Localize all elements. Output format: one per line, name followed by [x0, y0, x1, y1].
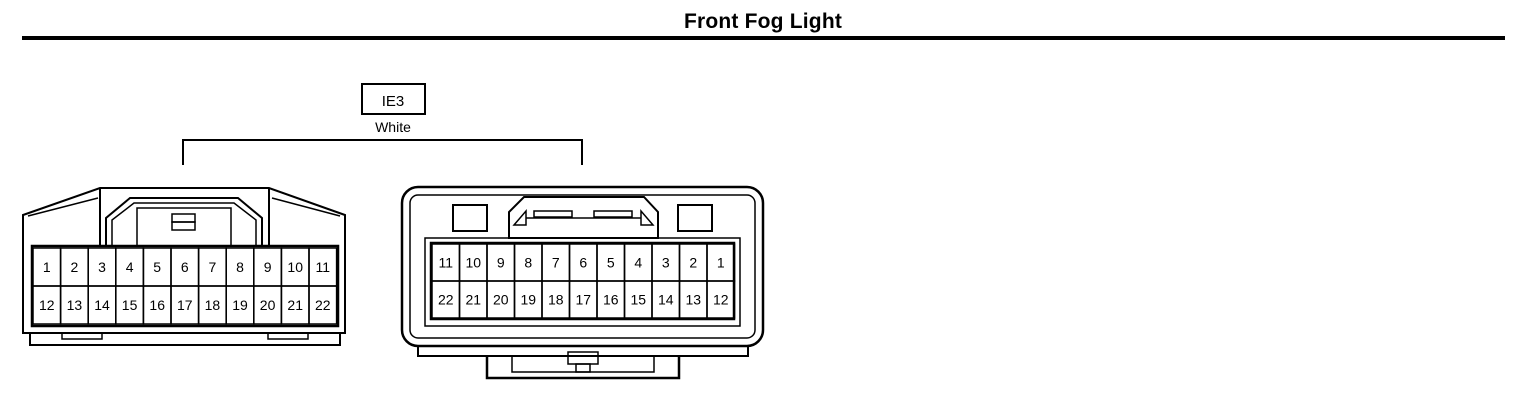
pin-number: 5 [607, 255, 615, 271]
pin-number: 3 [98, 259, 106, 275]
pin-number: 5 [153, 259, 161, 275]
pin-number: 3 [662, 255, 670, 271]
pin-number: 7 [209, 259, 217, 275]
pin-number: 12 [713, 292, 729, 308]
pin-number: 14 [94, 297, 110, 313]
pin-number: 18 [548, 292, 564, 308]
pin-number: 6 [579, 255, 587, 271]
pin-number: 21 [465, 292, 481, 308]
pin-number: 20 [493, 292, 509, 308]
pin-number: 22 [315, 297, 331, 313]
pin-number: 14 [658, 292, 674, 308]
pin-number: 10 [287, 259, 303, 275]
pin-cell [308, 285, 338, 325]
pin-number: 17 [575, 292, 591, 308]
page-title: Front Fog Light [683, 10, 843, 33]
pin-number: 10 [465, 255, 481, 271]
pin-number: 8 [524, 255, 532, 271]
pin-number: 1 [43, 259, 51, 275]
pin-number: 15 [630, 292, 646, 308]
pin-number: 22 [438, 292, 454, 308]
pin-number: 1 [717, 255, 725, 271]
pin-number: 11 [438, 255, 453, 271]
connector-bracket [182, 139, 583, 165]
pin-number: 7 [552, 255, 560, 271]
pin-number: 20 [260, 297, 276, 313]
title-divider [22, 36, 1505, 40]
pin-number: 6 [181, 259, 189, 275]
pin-number: 9 [497, 255, 505, 271]
pin-number: 4 [126, 259, 134, 275]
pin-number: 2 [71, 259, 79, 275]
connector-code-box [361, 83, 426, 115]
pin-number: 21 [287, 297, 303, 313]
pin-number: 8 [236, 259, 244, 275]
pin-number: 15 [122, 297, 138, 313]
pin-number: 4 [634, 255, 642, 271]
connector-label: IE3 White [361, 83, 426, 135]
pin-number: 16 [603, 292, 619, 308]
pin-number: 17 [177, 297, 193, 313]
pin-number: 12 [39, 297, 55, 313]
pin-number: 11 [316, 259, 331, 275]
pin-number: 19 [520, 292, 536, 308]
pin-number: 13 [685, 292, 701, 308]
female-bottom-latch [485, 356, 681, 380]
connector-code: IE3 [382, 93, 405, 110]
connector-color: White [375, 119, 411, 135]
pin-number: 19 [232, 297, 248, 313]
pin-cell [706, 280, 736, 319]
pin-number: 18 [205, 297, 221, 313]
pin-number: 2 [689, 255, 697, 271]
pin-number: 9 [264, 259, 272, 275]
pin-number: 16 [149, 297, 165, 313]
pin-number: 13 [67, 297, 83, 313]
